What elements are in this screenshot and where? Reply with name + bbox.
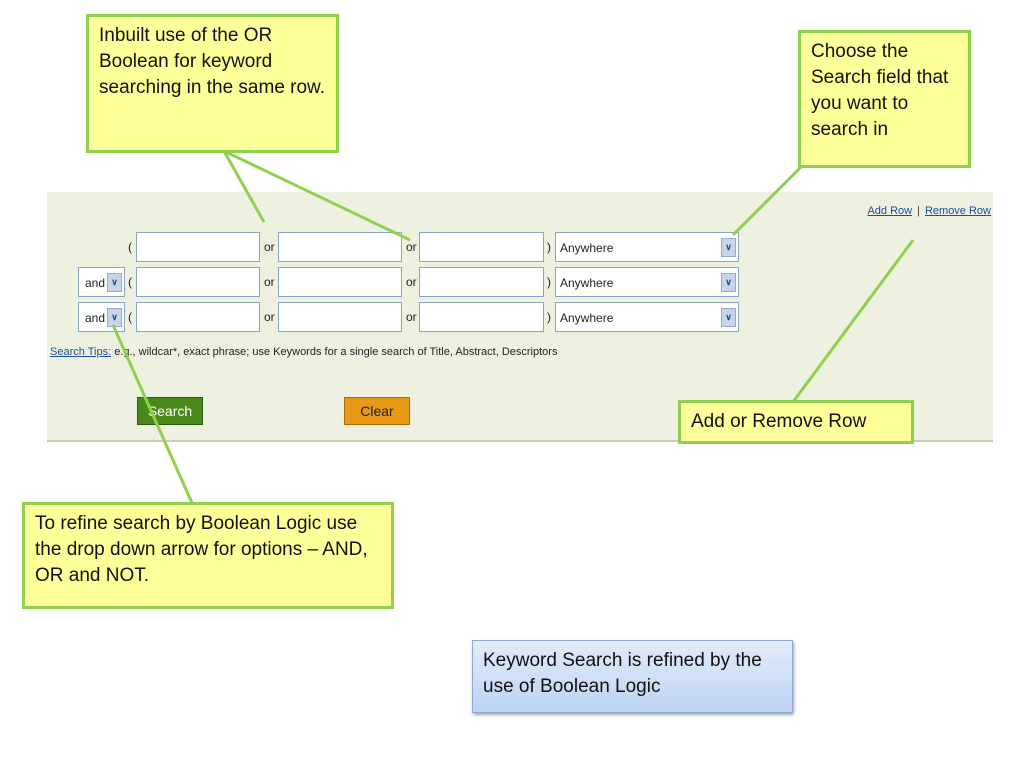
connector-line xyxy=(223,149,411,242)
callout-add-remove-row: Add or Remove Row xyxy=(678,400,914,444)
search-field-value: Anywhere xyxy=(560,276,614,290)
or-label: or xyxy=(264,275,275,289)
boolean-value: and xyxy=(85,276,106,290)
or-label: or xyxy=(406,240,417,254)
remove-row-link[interactable]: Remove Row xyxy=(924,205,991,217)
clear-button[interactable]: Clear xyxy=(344,397,410,425)
callout-or-boolean: Inbuilt use of the OR Boolean for keywor… xyxy=(86,14,339,153)
link-separator: | xyxy=(917,205,920,217)
boolean-select-r3[interactable]: and ∨ xyxy=(78,302,125,332)
callout-search-field: Choose the Search field that you want to… xyxy=(798,30,971,168)
keyword-search-note: Keyword Search is refined by the use of … xyxy=(472,640,793,713)
open-paren: ( xyxy=(128,275,132,289)
or-label: or xyxy=(406,310,417,324)
open-paren: ( xyxy=(128,240,132,254)
keyword-input-r1-c3[interactable] xyxy=(419,232,544,262)
chevron-down-icon[interactable]: ∨ xyxy=(107,273,122,292)
close-paren: ) xyxy=(547,310,551,324)
keyword-input-r3-c1[interactable] xyxy=(136,302,260,332)
keyword-input-r3-c3[interactable] xyxy=(419,302,544,332)
or-label: or xyxy=(264,240,275,254)
search-tips: Search Tips: e.g., wildcar*, exact phras… xyxy=(50,346,557,358)
search-field-select-r1[interactable]: Anywhere ∨ xyxy=(555,232,739,262)
add-row-link[interactable]: Add Row xyxy=(867,205,913,217)
boolean-select-r2[interactable]: and ∨ xyxy=(78,267,125,297)
chevron-down-icon[interactable]: ∨ xyxy=(721,273,736,292)
search-field-select-r2[interactable]: Anywhere ∨ xyxy=(555,267,739,297)
close-paren: ) xyxy=(547,240,551,254)
search-tips-link[interactable]: Search Tips: xyxy=(50,346,112,358)
callout-refine-boolean: To refine search by Boolean Logic use th… xyxy=(22,502,394,609)
chevron-down-icon[interactable]: ∨ xyxy=(721,238,736,257)
search-tips-text: e.g., wildcar*, exact phrase; use Keywor… xyxy=(111,346,558,358)
connector-line xyxy=(731,164,804,237)
keyword-input-r2-c1[interactable] xyxy=(136,267,260,297)
keyword-input-r2-c3[interactable] xyxy=(419,267,544,297)
keyword-input-r1-c1[interactable] xyxy=(136,232,260,262)
boolean-value: and xyxy=(85,311,106,325)
close-paren: ) xyxy=(547,275,551,289)
search-panel: Add Row|Remove Row ( or or ) Anywhere ∨ … xyxy=(47,192,993,442)
connector-line xyxy=(111,324,194,504)
or-label: or xyxy=(264,310,275,324)
keyword-input-r2-c2[interactable] xyxy=(278,267,402,297)
search-field-value: Anywhere xyxy=(560,311,614,325)
chevron-down-icon[interactable]: ∨ xyxy=(721,308,736,327)
keyword-input-r3-c2[interactable] xyxy=(278,302,402,332)
open-paren: ( xyxy=(128,310,132,324)
or-label: or xyxy=(406,275,417,289)
keyword-input-r1-c2[interactable] xyxy=(278,232,402,262)
connector-line xyxy=(222,150,266,223)
connector-line xyxy=(791,239,915,403)
row-controls: Add Row | Remove Row xyxy=(867,205,991,217)
search-field-select-r3[interactable]: Anywhere ∨ xyxy=(555,302,739,332)
search-field-value: Anywhere xyxy=(560,241,614,255)
